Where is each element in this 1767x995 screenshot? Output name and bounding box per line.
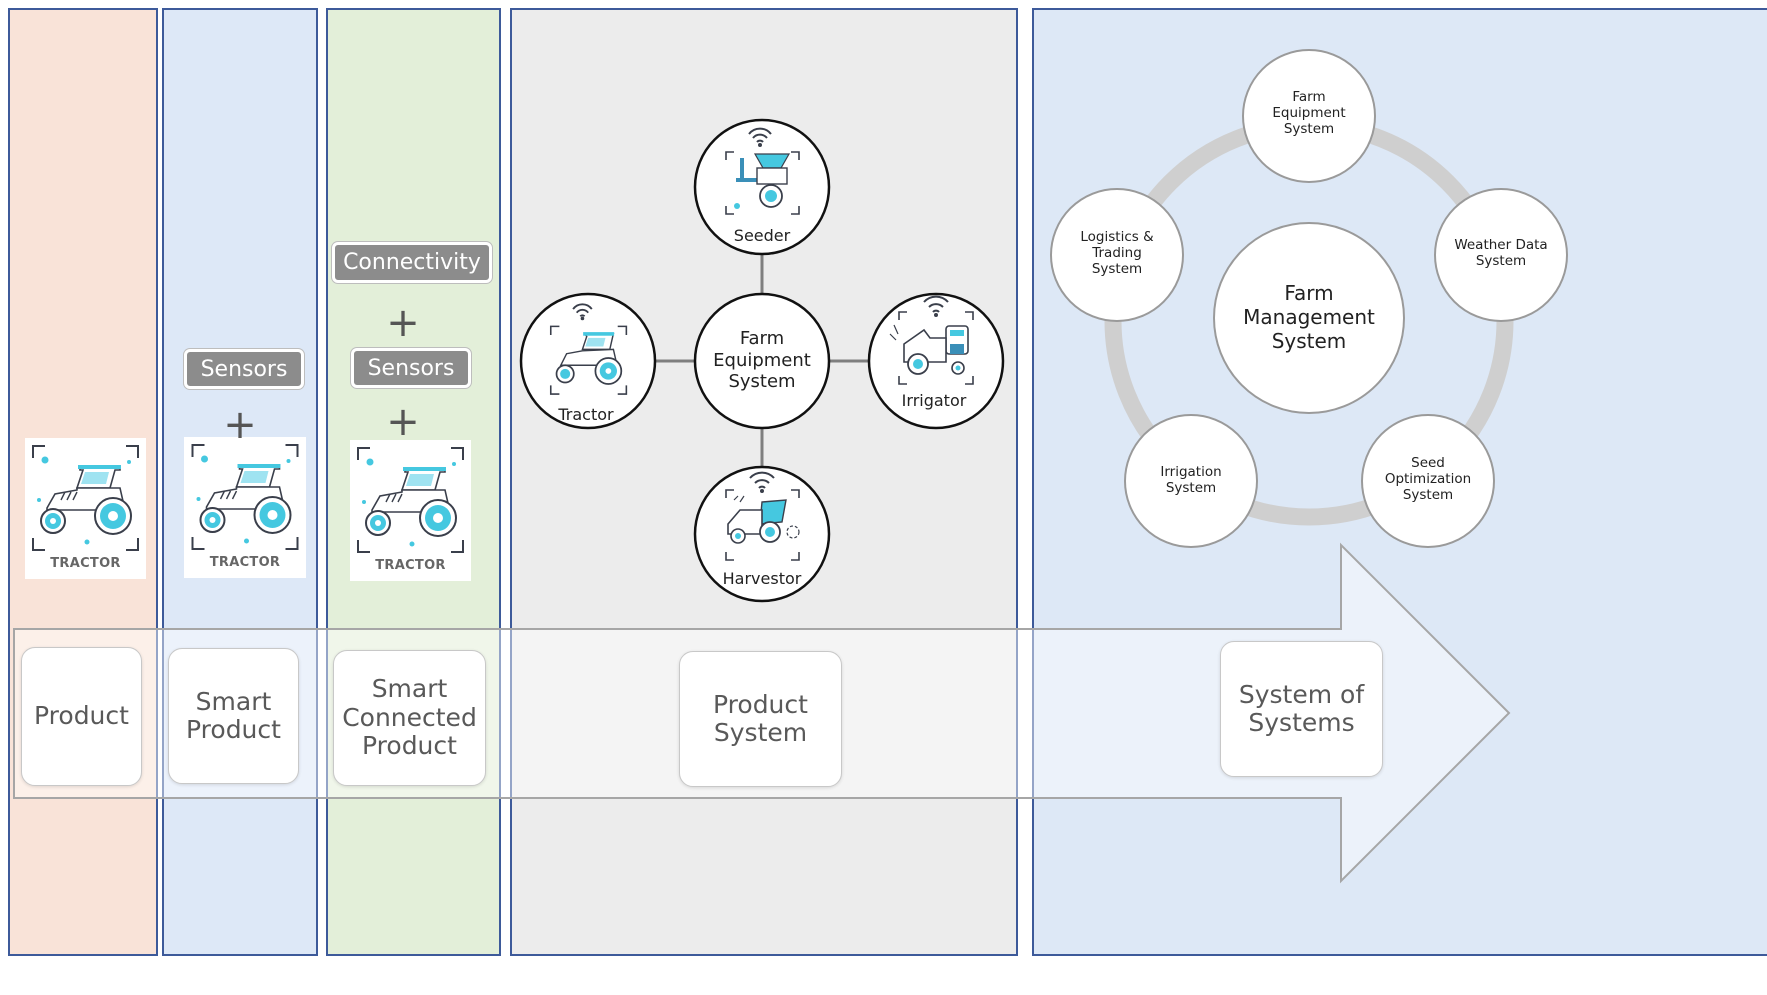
card-label: TRACTOR — [209, 555, 281, 570]
farm-management-label: Farm Management System — [1243, 281, 1375, 353]
tractor-label: Tractor — [558, 405, 614, 424]
harvestor-label: Harvestor — [722, 569, 802, 588]
sensors-tag: Sensors — [184, 349, 304, 389]
hub-center-circle — [693, 292, 831, 430]
logistics-circle — [1050, 188, 1184, 322]
seeder-icon — [725, 127, 800, 215]
stage-system-of-systems: System of Systems — [1220, 641, 1383, 777]
tractor-icon — [549, 303, 628, 395]
weather-label: Weather Data System — [1454, 237, 1548, 270]
stage-smart-connected-product: Smart Connected Product — [333, 650, 486, 786]
tractor-card-smart-product: TRACTOR — [184, 437, 306, 578]
seed-circle — [1361, 414, 1495, 548]
seeder-label: Seeder — [733, 226, 791, 245]
plus-sign: + — [386, 399, 420, 445]
hub-center-label: Farm Equipment System — [713, 328, 811, 393]
connectivity-tag: Connectivity — [332, 242, 492, 283]
seed-label: Seed Optimization System — [1384, 455, 1472, 504]
irrigator-icon — [889, 295, 974, 385]
irrigation-circle — [1124, 414, 1258, 548]
farm-equipment-circle — [1242, 49, 1376, 183]
plus-sign: + — [223, 402, 257, 448]
tractor-card-product: TRACTOR — [25, 438, 146, 579]
seeder-circle — [693, 118, 831, 256]
farm-equipment-label: Farm Equipment System — [1272, 89, 1346, 138]
card-label: TRACTOR — [50, 556, 121, 571]
irrigator-label: Irrigator — [901, 391, 967, 410]
plus-sign: + — [386, 300, 420, 346]
stage-product-system: Product System — [679, 651, 842, 787]
sensors-tag: Sensors — [351, 348, 471, 388]
logistics-label: Logistics & Trading System — [1080, 229, 1154, 278]
stage-product: Product — [21, 647, 142, 786]
card-label: TRACTOR — [375, 558, 446, 573]
farm-management-circle — [1213, 222, 1405, 414]
weather-circle — [1434, 188, 1568, 322]
tractor-card-smart-connected: TRACTOR — [350, 440, 471, 581]
irrigation-label: Irrigation System — [1160, 464, 1222, 497]
harvester-icon — [725, 471, 800, 561]
stage-smart-product: Smart Product — [168, 648, 299, 784]
